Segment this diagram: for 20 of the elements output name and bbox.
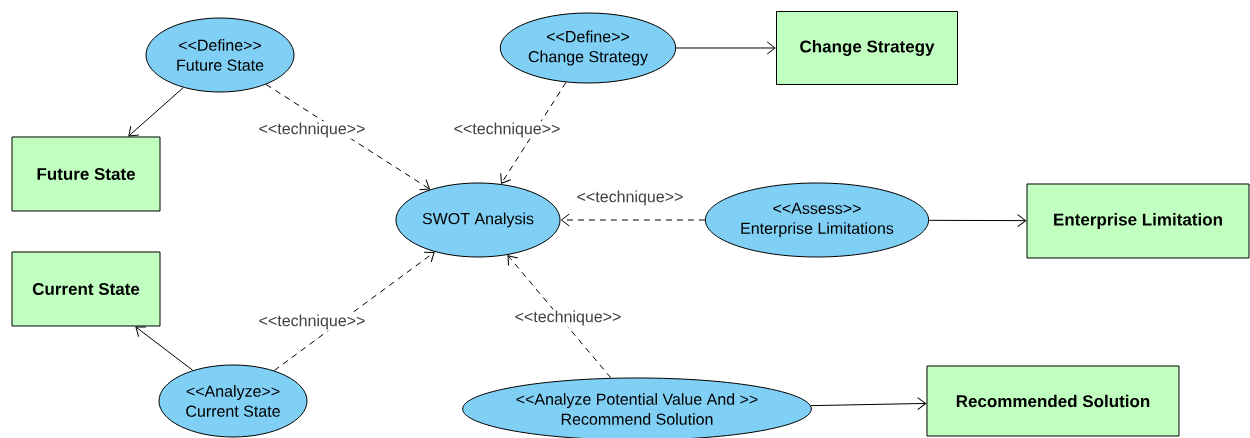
artifact-box: Future State xyxy=(11,136,161,212)
edge-label: <<technique>> xyxy=(452,121,562,139)
artifact-box: Enterprise Limitation xyxy=(1026,183,1250,259)
artifact-box: Change Strategy xyxy=(776,11,958,85)
dashed-arrow xyxy=(507,255,612,379)
edge-label: <<technique>> xyxy=(257,121,367,139)
edge-label: <<technique>> xyxy=(513,309,623,327)
dashed-arrow xyxy=(560,213,706,227)
artifact-box: Current State xyxy=(11,251,161,327)
dashed-arrow xyxy=(500,81,567,184)
artifact-box: Recommended Solution xyxy=(926,365,1180,437)
arrow xyxy=(810,397,927,411)
arrow xyxy=(928,214,1027,228)
dashed-arrow xyxy=(273,251,435,372)
dashed-arrow xyxy=(265,83,430,191)
edge-label: <<technique>> xyxy=(575,189,685,207)
arrow xyxy=(675,41,776,55)
edge-label: <<technique>> xyxy=(257,313,367,331)
arrow xyxy=(135,326,194,371)
arrow xyxy=(128,87,184,137)
